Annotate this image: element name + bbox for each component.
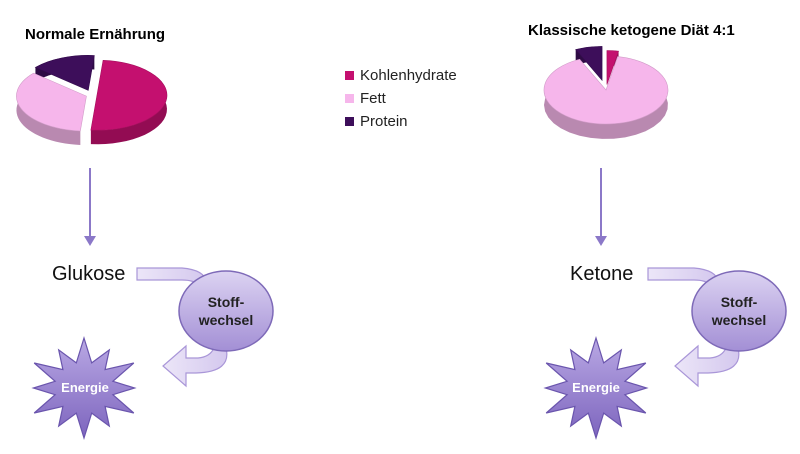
process-text-right-line2: wechsel bbox=[711, 312, 767, 328]
legend-label-fett: Fett bbox=[360, 90, 386, 107]
legend-swatch-kohlenhydrate bbox=[345, 71, 354, 80]
ketone-label: Ketone bbox=[570, 263, 634, 285]
process-circle-left bbox=[178, 270, 274, 352]
chart-title-normal: Normale Ernährung bbox=[25, 26, 166, 43]
legend-label-kohlenhydrate: Kohlenhydrate bbox=[360, 67, 457, 84]
keto-slice-kohlenhydrate bbox=[606, 50, 619, 85]
legend-label-protein: Protein bbox=[360, 113, 408, 130]
normal-slice-protein bbox=[34, 55, 95, 91]
energie-label-left: Energie bbox=[61, 380, 109, 395]
process-text-left-line1: Stoff- bbox=[207, 294, 245, 310]
down-arrow-right bbox=[595, 168, 607, 246]
down-arrow-left bbox=[84, 168, 96, 246]
normal-slice-kohlenhydrate bbox=[90, 60, 168, 131]
curved-arrow-left bbox=[162, 344, 228, 388]
energy-star-left bbox=[31, 335, 137, 441]
energie-label-right: Energie bbox=[572, 380, 620, 395]
keto-slice-fett bbox=[543, 56, 669, 125]
normal-slice-side-fett bbox=[16, 73, 81, 145]
legend-swatch-fett bbox=[345, 94, 354, 103]
legend-swatch-protein bbox=[345, 117, 354, 126]
pie-chart-ketogenic bbox=[543, 46, 669, 139]
process-text-left: Stoff- wechsel bbox=[171, 293, 281, 329]
legend-item-fett: Fett bbox=[345, 87, 457, 110]
legend: Kohlenhydrate Fett Protein bbox=[345, 64, 457, 133]
glukose-label: Glukose bbox=[52, 263, 126, 285]
pie-chart-normal bbox=[16, 55, 168, 145]
process-text-right: Stoff- wechsel bbox=[684, 293, 794, 329]
energy-star-right bbox=[543, 335, 649, 441]
legend-item-kohlenhydrate: Kohlenhydrate bbox=[345, 64, 457, 87]
curved-arrow-right bbox=[674, 344, 740, 388]
process-text-left-line2: wechsel bbox=[198, 312, 254, 328]
process-text-right-line1: Stoff- bbox=[720, 294, 758, 310]
process-circle-right bbox=[691, 270, 787, 352]
normal-slice-fett bbox=[16, 72, 87, 132]
keto-slice-protein bbox=[575, 46, 603, 82]
legend-item-protein: Protein bbox=[345, 110, 457, 133]
chart-title-ketogenic: Klassische ketogene Diät 4:1 bbox=[528, 22, 735, 39]
